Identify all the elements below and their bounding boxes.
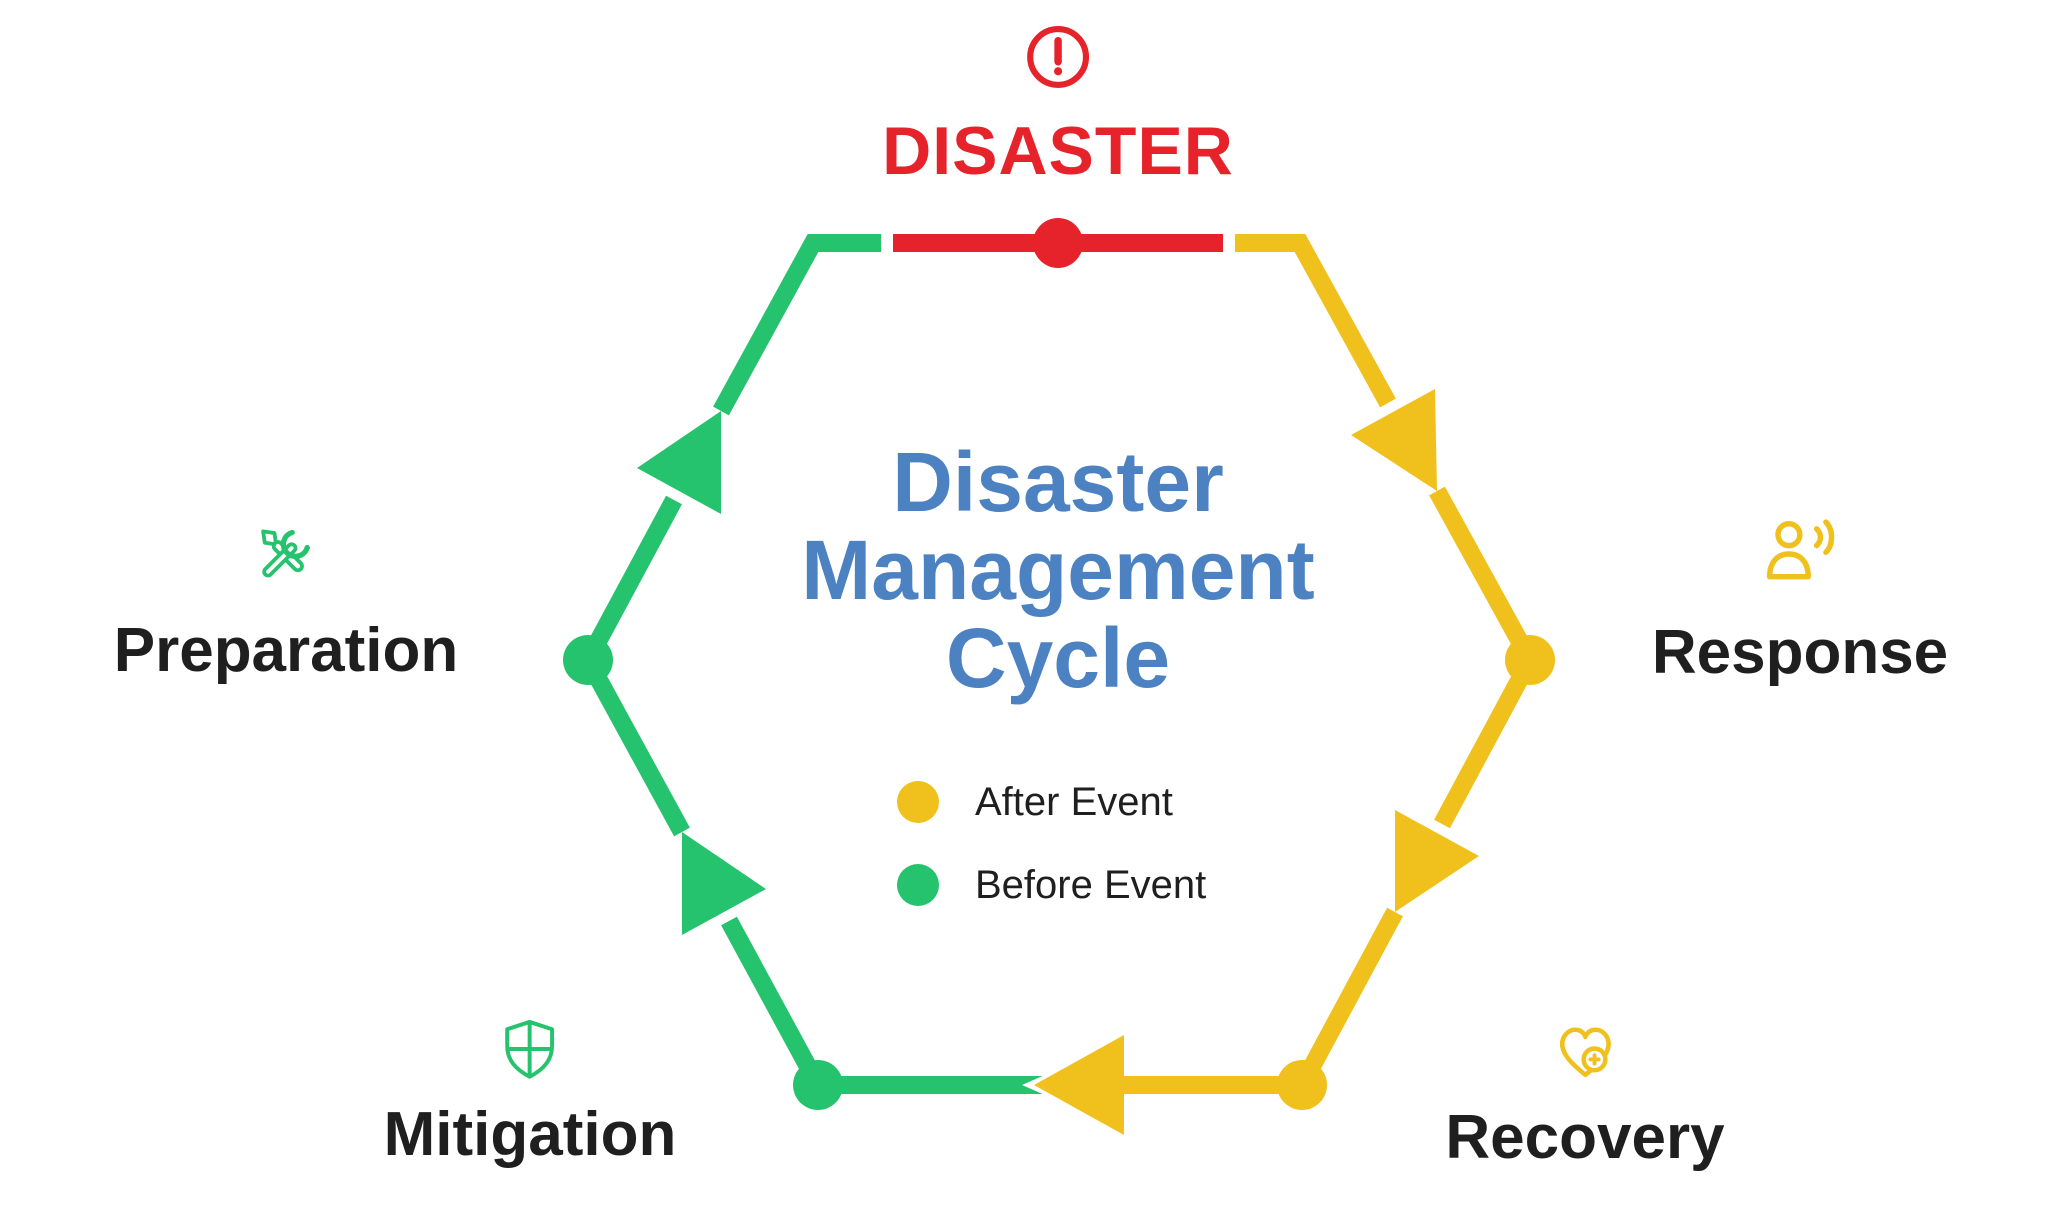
stage-item-response: Response [1652, 512, 1948, 688]
tools-icon [261, 529, 311, 578]
stage-item-preparation: Preparation [113, 516, 459, 686]
green-path-bottom-segment [721, 916, 1052, 1094]
alert-circle-icon [1027, 26, 1089, 88]
mitigation-node-dot [793, 1060, 843, 1110]
legend: After Event Before Event [897, 779, 1207, 907]
title-line-1: Disaster [892, 435, 1224, 529]
yellow-arrow-lower-right [1395, 810, 1479, 912]
stage-item-recovery: Recovery [1445, 1016, 1725, 1173]
heart-medical-icon [1559, 1027, 1611, 1078]
green-path-top-segment [713, 234, 881, 416]
legend-label: Before Event [975, 862, 1207, 907]
diagram-title: Disaster Management Cycle [608, 438, 1508, 702]
disaster-header: DISASTER [882, 23, 1234, 186]
legend-item-before-event: Before Event [897, 862, 1207, 907]
after-event-dot [897, 781, 939, 823]
shield-icon [505, 1019, 555, 1079]
yellow-path-top-segment [1235, 234, 1396, 408]
response-node-dot [1505, 635, 1555, 685]
stage-item-mitigation: Mitigation [383, 1016, 677, 1170]
recovery-node-dot [1277, 1060, 1327, 1110]
before-event-dot [897, 864, 939, 906]
legend-label: After Event [975, 779, 1173, 824]
stage-label-mitigation: Mitigation [383, 1100, 677, 1169]
title-line-2: Management [801, 523, 1315, 617]
preparation-node-dot [563, 635, 613, 685]
stage-label-response: Response [1651, 618, 1949, 687]
yellow-path-bottom-segment [1124, 907, 1403, 1094]
yellow-arrow-upper-right [1351, 389, 1437, 491]
legend-item-after-event: After Event [897, 779, 1206, 824]
yellow-arrow-bottom [1034, 1035, 1124, 1135]
disaster-label: DISASTER [882, 113, 1234, 189]
stage-label-recovery: Recovery [1445, 1103, 1725, 1172]
title-line-3: Cycle [945, 611, 1171, 705]
disaster-node-dot [1033, 218, 1083, 268]
green-arrow-upper-left [637, 411, 721, 514]
stage-label-preparation: Preparation [113, 616, 459, 685]
green-arrow-lower-left [682, 832, 766, 935]
person-announce-icon [1767, 519, 1835, 580]
